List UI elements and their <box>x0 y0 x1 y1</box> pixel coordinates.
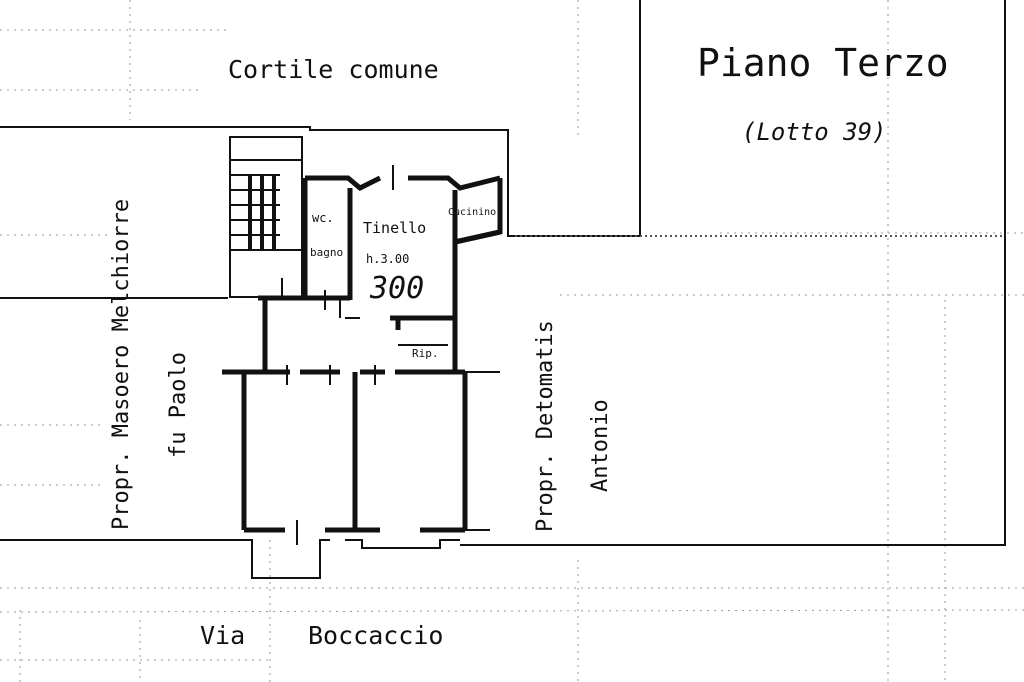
owner-left-line2: fu Paolo <box>166 352 191 458</box>
street-name-label: Boccaccio <box>308 621 443 650</box>
height-note: h.3.00 <box>366 252 409 266</box>
apartment-walls <box>222 165 503 579</box>
lot-boundaries <box>0 0 1006 546</box>
tinello-label: Tinello <box>363 219 426 237</box>
plan-title: Piano Terzo <box>697 41 949 85</box>
wc-label: wc. <box>312 211 334 225</box>
owner-right-line2: Antonio <box>588 399 613 492</box>
plan-subtitle: (Lotto 39) <box>742 118 887 146</box>
cucinino-label: Cucinino <box>448 207 496 218</box>
bagno-label: bagno <box>310 246 343 259</box>
courtyard-label: Cortile comune <box>228 55 439 84</box>
height-handwritten: 300 <box>369 271 424 306</box>
door-marks <box>286 290 376 385</box>
owner-right-line1: Propr. Detomatis <box>533 320 558 532</box>
staircase <box>229 136 303 298</box>
street-via-label: Via <box>200 621 245 650</box>
owner-left-line1: Propr. Masoero Melchiorre <box>109 199 134 530</box>
rip-label: Rip. <box>412 347 439 360</box>
